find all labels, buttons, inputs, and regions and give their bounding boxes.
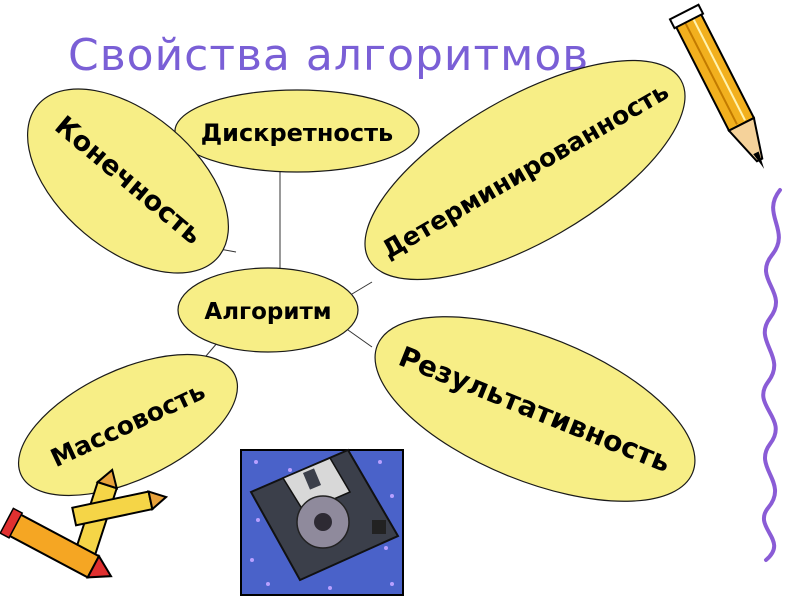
property-node-determinism: Детерминированность [364,59,686,281]
property-node-discreteness: Дискретность [174,89,420,173]
center-label: Алгоритм [204,299,331,325]
connector-line [347,329,373,348]
property-node-mass: Массовость [17,353,239,497]
slide-title: Свойства алгоритмов [68,30,590,81]
property-label: Дискретность [201,119,393,147]
pencil-icon [668,3,765,169]
center-node-algorithm: Алгоритм [177,267,359,353]
connector-lines [205,172,373,357]
crayons-icon [0,468,169,579]
squiggle-line [761,188,782,562]
connector-line [351,281,373,295]
property-node-effectiveness: Результативность [374,316,696,502]
property-node-finiteness: Конечность [26,88,230,274]
floppy-disk-icon [240,448,404,596]
